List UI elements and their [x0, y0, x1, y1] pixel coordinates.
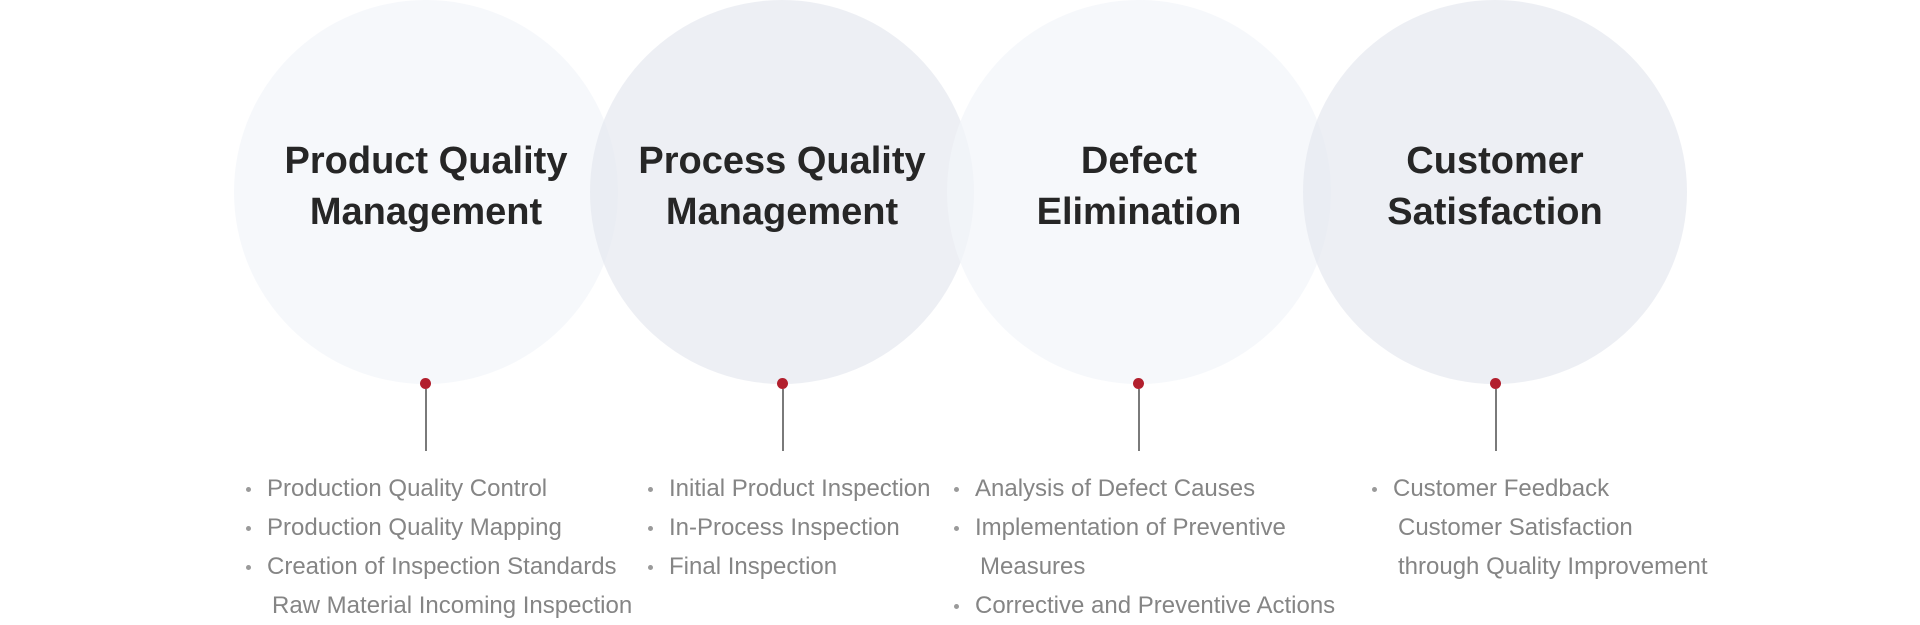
list-item: Initial Product Inspection — [646, 469, 930, 508]
pillar-title-line: Defect — [1080, 140, 1198, 182]
pillar-title-line: Management — [665, 191, 899, 233]
list-item: Corrective and Preventive Actions — [952, 586, 1335, 625]
connector-dot — [420, 378, 431, 389]
list-item: Final Inspection — [646, 547, 930, 586]
pillar-circle-product-quality: Product Quality Management — [234, 0, 618, 384]
connector-line — [782, 389, 784, 451]
list-item: Raw Material Incoming Inspection — [272, 592, 633, 619]
pillar-title-line: Satisfaction — [1387, 191, 1603, 233]
pillar-title-line: Management — [309, 191, 543, 233]
connector-dot — [777, 378, 788, 389]
pillar-title: Customer Satisfaction — [1387, 136, 1602, 238]
pillar-title: Process Quality Management — [638, 136, 925, 238]
list-item: Production Quality Control — [244, 469, 632, 508]
list-item: Customer Satisfaction — [1398, 514, 1633, 541]
list-item: Creation of Inspection Standards — [244, 547, 632, 586]
pillar-circle-defect-elimination: Defect Elimination — [947, 0, 1331, 384]
pillar-title-line: Customer — [1406, 140, 1584, 182]
pillar-title-line: Product Quality — [284, 140, 568, 182]
pillar-title-line: Process Quality — [638, 140, 926, 182]
list-item: In-Process Inspection — [646, 508, 930, 547]
pillar-circle-process-quality: Process Quality Management — [590, 0, 974, 384]
pillar-title: Defect Elimination — [1037, 136, 1242, 238]
list-item: Measures — [980, 553, 1086, 580]
connector-line — [1138, 389, 1140, 451]
list-item: Customer Feedback — [1370, 469, 1707, 508]
list-item: through Quality Improvement — [1398, 553, 1708, 580]
pillar-title-line: Elimination — [1036, 191, 1242, 233]
connector-dot — [1490, 378, 1501, 389]
pillar-circle-customer-satisfaction: Customer Satisfaction — [1303, 0, 1687, 384]
pillar-title: Product Quality Management — [285, 136, 568, 238]
connector-line — [1495, 389, 1497, 451]
list-item: Analysis of Defect Causes — [952, 469, 1335, 508]
connector-dot — [1133, 378, 1144, 389]
list-item: Implementation of Preventive — [952, 508, 1335, 547]
list-item: Production Quality Mapping — [244, 508, 632, 547]
connector-line — [425, 389, 427, 451]
